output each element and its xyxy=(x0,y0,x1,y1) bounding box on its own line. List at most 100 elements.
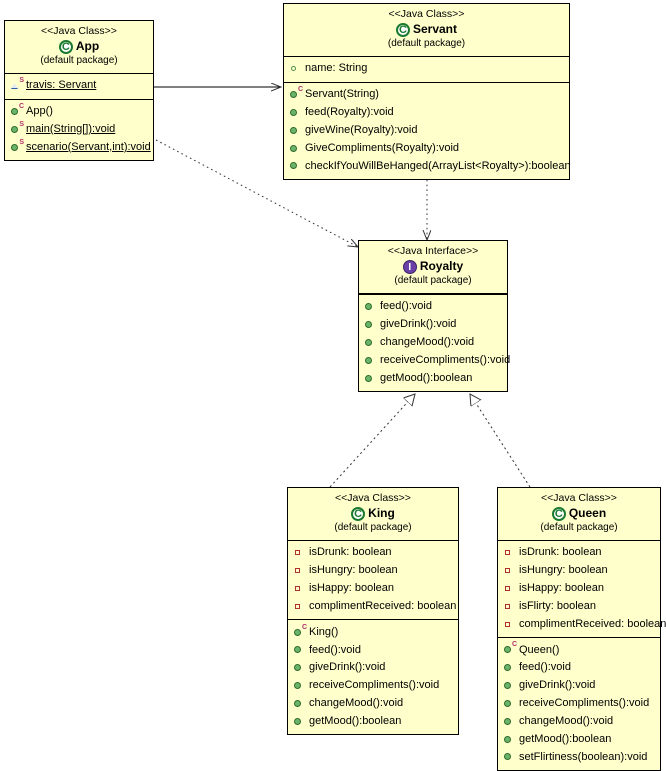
method-row[interactable]: changeMood():void xyxy=(359,333,507,351)
methods-compartment-king: C King() feed():void giveDrink():void re… xyxy=(288,620,458,734)
attribute-label: isDrunk: boolean xyxy=(519,546,602,559)
method-row[interactable]: C Queen() xyxy=(498,641,660,659)
method-row[interactable]: C King() xyxy=(288,623,458,641)
package-field-icon: S xyxy=(10,77,24,92)
public-method-icon xyxy=(364,372,377,385)
public-method-icon xyxy=(503,733,516,746)
method-row[interactable]: checkIfYouWillBeHanged(ArrayList<Royalty… xyxy=(284,157,571,175)
method-row[interactable]: changeMood():void xyxy=(288,695,458,713)
static-badge: S xyxy=(19,138,24,146)
public-method-icon xyxy=(293,661,306,674)
method-row[interactable]: feed():void xyxy=(288,641,458,659)
public-method-icon xyxy=(289,142,302,155)
method-row[interactable]: receiveCompliments():void xyxy=(498,695,660,713)
method-row[interactable]: S scenario(Servant,int):void xyxy=(5,138,153,156)
method-row[interactable]: giveWine(Royalty):void xyxy=(284,121,569,139)
stereotype-label: <<Java Class>> xyxy=(388,8,465,20)
method-label: receiveCompliments():void xyxy=(380,353,511,366)
attributes-compartment-royalty xyxy=(359,293,507,295)
attribute-label: isDrunk: boolean xyxy=(309,546,392,559)
public-method-icon xyxy=(364,300,377,313)
attribute-row[interactable]: isHungry: boolean xyxy=(498,562,660,580)
method-row[interactable]: setFlirtiness(boolean):void xyxy=(498,748,660,766)
attribute-row[interactable]: isHungry: boolean xyxy=(288,562,458,580)
method-row[interactable]: C App() xyxy=(5,103,153,121)
private-field-icon xyxy=(293,600,306,613)
method-row[interactable]: feed():void xyxy=(359,298,507,316)
attribute-row[interactable]: name: String xyxy=(284,60,569,78)
attribute-label: isHappy: boolean xyxy=(519,581,605,594)
public-method-icon: S xyxy=(10,138,24,154)
public-method-icon xyxy=(293,643,306,656)
attribute-row[interactable]: complimentReceived: boolean xyxy=(498,615,666,633)
package-label: (default package) xyxy=(40,55,118,67)
public-method-icon xyxy=(289,124,302,137)
method-row[interactable]: receiveCompliments():void xyxy=(288,677,458,695)
interface-name: Royalty xyxy=(419,259,464,274)
public-method-icon xyxy=(289,159,302,172)
stereotype-label: <<Java Class>> xyxy=(41,25,117,37)
methods-compartment-queen: C Queen() feed():void giveDrink():void r… xyxy=(498,638,660,770)
methods-compartment-royalty: feed():void giveDrink():void changeMood(… xyxy=(359,295,511,391)
public-method-icon xyxy=(364,354,377,367)
private-field-icon xyxy=(503,600,516,613)
method-row[interactable]: giveDrink():void xyxy=(359,316,507,334)
private-field-icon xyxy=(503,546,516,559)
private-field-icon xyxy=(293,582,306,595)
class-name: App xyxy=(75,39,100,54)
attribute-row[interactable]: isFlirty: boolean xyxy=(498,597,660,615)
attribute-label: isHungry: boolean xyxy=(309,564,398,577)
attribute-row[interactable]: isDrunk: boolean xyxy=(288,544,458,562)
java-class-icon: C xyxy=(58,39,73,54)
method-label: getMood():boolean xyxy=(519,732,612,745)
method-label: Queen() xyxy=(519,643,560,656)
attribute-row[interactable]: complimentReceived: boolean xyxy=(288,597,458,615)
method-row[interactable]: feed():void xyxy=(498,659,660,677)
method-label: getMood():boolean xyxy=(380,371,473,384)
method-row[interactable]: getMood():boolean xyxy=(498,730,660,748)
public-method-icon: C xyxy=(503,641,517,656)
attribute-row[interactable]: isDrunk: boolean xyxy=(498,544,660,562)
method-row[interactable]: S main(String[]):void xyxy=(5,120,153,138)
method-row[interactable]: getMood():boolean xyxy=(288,712,458,730)
method-label: feed(Royalty):void xyxy=(305,105,394,118)
public-method-icon xyxy=(503,750,516,763)
method-row[interactable]: C Servant(String) xyxy=(284,86,569,104)
attribute-row[interactable]: isHappy: boolean xyxy=(288,579,458,597)
method-row[interactable]: receiveCompliments():void xyxy=(359,351,511,369)
java-class-icon: C xyxy=(395,22,410,37)
method-row[interactable]: giveDrink():void xyxy=(498,677,660,695)
method-row[interactable]: changeMood():void xyxy=(498,712,660,730)
method-label: GiveCompliments(Royalty):void xyxy=(305,141,460,154)
method-row[interactable]: GiveCompliments(Royalty):void xyxy=(284,139,569,157)
attributes-compartment-servant: name: String xyxy=(284,57,569,83)
method-label: giveWine(Royalty):void xyxy=(305,123,418,136)
method-label: App() xyxy=(26,105,53,118)
method-row[interactable]: feed(Royalty):void xyxy=(284,103,569,121)
attribute-row[interactable]: isHappy: boolean xyxy=(498,579,660,597)
attribute-row[interactable]: S travis: Servant xyxy=(5,77,153,95)
methods-compartment-servant: C Servant(String) feed(Royalty):void giv… xyxy=(284,83,571,179)
method-row[interactable]: getMood():boolean xyxy=(359,369,507,387)
method-label: feed():void xyxy=(519,661,571,674)
method-row[interactable]: giveDrink():void xyxy=(288,659,458,677)
method-label: main(String[]):void xyxy=(26,122,116,135)
method-label: King() xyxy=(309,625,339,638)
method-label: getMood():boolean xyxy=(309,714,402,727)
private-field-icon xyxy=(503,564,516,577)
public-method-icon xyxy=(293,697,306,710)
package-label: (default package) xyxy=(394,275,472,287)
package-label: (default package) xyxy=(540,522,618,534)
private-field-icon xyxy=(503,582,516,595)
